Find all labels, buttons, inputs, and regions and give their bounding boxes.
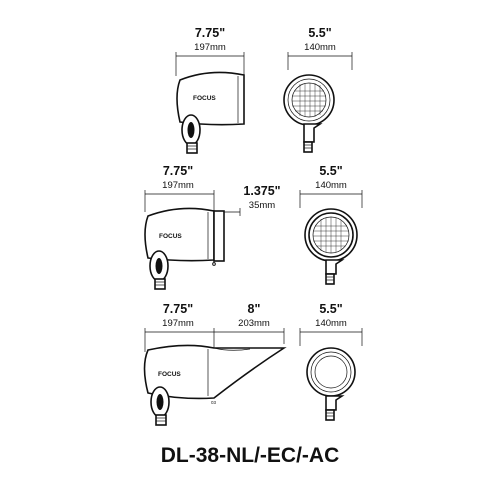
brand-label: FOCUS (193, 95, 216, 102)
accessory-mm-label: 35mm (249, 200, 275, 211)
length-inches-label: 7.75" (195, 26, 225, 40)
diameter-inches-label: 5.5" (308, 26, 331, 40)
brand-label: 03 (211, 400, 217, 405)
accessory-inches-label: 1.375" (243, 184, 280, 198)
model-name: DL-38-NL/-EC/-AC (161, 444, 340, 467)
fixture-side-view: FOCUS (176, 71, 245, 154)
length-mm-label: 197mm (194, 42, 226, 53)
fixture-front-view (304, 208, 358, 285)
variant-ac: 7.75" 197mm 8" 203mm 03 FOCUS 5.5" 140mm (143, 302, 363, 426)
fixture-side-view: 03 FOCUS (143, 344, 287, 426)
length-inches-label: 7.75" (163, 302, 193, 316)
diameter-inches-label: 5.5" (319, 302, 342, 316)
fixture-front-view (306, 347, 356, 421)
accessory-inches-label: 8" (248, 302, 261, 316)
length-mm-label: 197mm (162, 318, 194, 329)
variant-nl: 7.75" 197mm FOCUS 5.5" 140mm (175, 26, 353, 154)
variant-ec: 7.75" 197mm 1.375" 35mm FOCUS 5.5" 140mm (144, 164, 363, 290)
length-inches-label: 7.75" (163, 164, 193, 178)
brand-label: FOCUS (159, 233, 182, 240)
fixture-front-view (283, 74, 335, 153)
diameter-inches-label: 5.5" (319, 164, 342, 178)
length-mm-label: 197mm (162, 180, 194, 191)
fixture-side-view: FOCUS (144, 207, 225, 290)
diameter-mm-label: 140mm (315, 318, 347, 329)
brand-label: FOCUS (158, 371, 181, 378)
diameter-mm-label: 140mm (304, 42, 336, 53)
accessory-mm-label: 203mm (238, 318, 270, 329)
diameter-mm-label: 140mm (315, 180, 347, 191)
